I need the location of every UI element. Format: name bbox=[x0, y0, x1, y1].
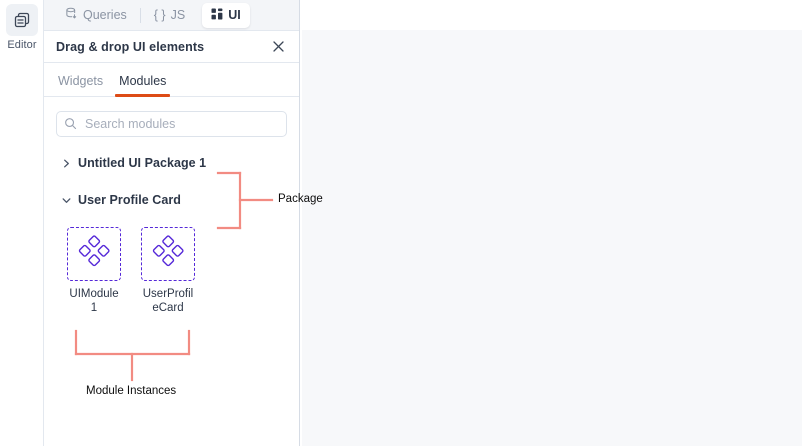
modules-tree: Untitled UI Package 1 User Profile Card bbox=[56, 150, 287, 213]
left-rail: Editor bbox=[0, 0, 44, 446]
panel-body: Untitled UI Package 1 User Profile Card bbox=[44, 97, 299, 315]
editor-pages-icon bbox=[6, 4, 38, 36]
subtab-modules-label: Modules bbox=[119, 74, 167, 88]
module-tile[interactable] bbox=[141, 227, 195, 281]
panel-subtabs: Widgets Modules bbox=[44, 63, 299, 97]
chevron-down-icon[interactable] bbox=[60, 194, 72, 206]
annotation-label-module-instances: Module Instances bbox=[86, 385, 177, 397]
four-diamonds-icon bbox=[77, 234, 111, 274]
tab-js-label: JS bbox=[170, 8, 186, 22]
annotation-label-package: Package bbox=[278, 193, 323, 205]
database-query-icon bbox=[65, 7, 78, 23]
tree-item-label: Untitled UI Package 1 bbox=[78, 156, 207, 170]
editor-tabbar: Queries { } JS UI bbox=[44, 0, 299, 31]
panel-header: Drag & drop UI elements bbox=[44, 31, 299, 63]
panel-title: Drag & drop UI elements bbox=[56, 39, 205, 54]
tab-divider bbox=[139, 7, 141, 23]
module-instance-label: UserProfileCard bbox=[142, 288, 194, 314]
rail-item-editor[interactable]: Editor bbox=[0, 4, 44, 52]
tab-queries-label: Queries bbox=[83, 8, 127, 22]
module-instances-grid: UIModule 1 UserProfileCar bbox=[56, 227, 287, 315]
curly-braces-icon: { } bbox=[153, 8, 166, 22]
tab-ui[interactable]: UI bbox=[202, 2, 250, 28]
module-tile[interactable] bbox=[67, 227, 121, 281]
tree-spacer bbox=[56, 176, 287, 187]
app-canvas[interactable] bbox=[302, 30, 802, 446]
canvas-top-strip bbox=[301, 0, 802, 30]
subtab-modules[interactable]: Modules bbox=[111, 74, 174, 97]
close-icon[interactable] bbox=[269, 38, 287, 56]
grid-squares-icon bbox=[211, 8, 223, 23]
tree-item-user-profile-card[interactable]: User Profile Card bbox=[56, 187, 287, 213]
search-module-wrap bbox=[56, 111, 287, 137]
four-diamonds-icon bbox=[151, 234, 185, 274]
ui-elements-panel: Queries { } JS UI bbox=[44, 0, 300, 446]
module-instance-uimodule1[interactable]: UIModule 1 bbox=[66, 227, 122, 315]
subtab-widgets-label: Widgets bbox=[58, 74, 104, 88]
subtab-widgets[interactable]: Widgets bbox=[50, 74, 111, 96]
search-input[interactable] bbox=[56, 111, 287, 137]
tab-queries[interactable]: Queries bbox=[56, 3, 136, 28]
tab-ui-label: UI bbox=[228, 8, 241, 22]
tab-js[interactable]: { } JS bbox=[145, 3, 194, 28]
tree-item-untitled-ui-package-1[interactable]: Untitled UI Package 1 bbox=[56, 150, 287, 176]
rail-item-label: Editor bbox=[7, 39, 37, 51]
tree-item-label: User Profile Card bbox=[78, 193, 181, 207]
chevron-right-icon[interactable] bbox=[60, 157, 72, 169]
module-instance-userprofilecard[interactable]: UserProfileCard bbox=[140, 227, 196, 315]
module-instance-label: UIModule 1 bbox=[69, 288, 119, 314]
